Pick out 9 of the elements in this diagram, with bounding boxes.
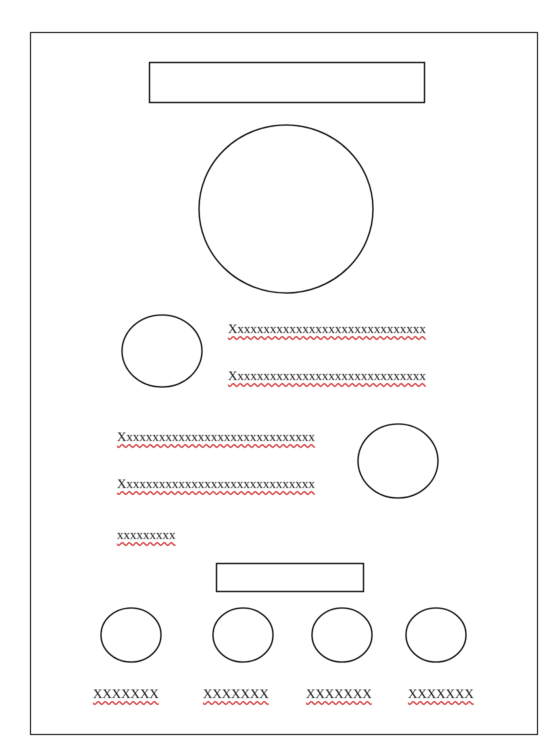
placeholder-text: Xxxxxxxxxxxxxxxxxxxxxxxxxxxxxx: [117, 429, 315, 445]
placeholder-text: Xxxxxxxxxxxxxxxxxxxxxxxxxxxxxx: [228, 321, 426, 337]
placeholder-text: XXXXXXX: [93, 686, 159, 702]
placeholder-text: xxxxxxxxx: [117, 527, 176, 543]
placeholder-text: XXXXXXX: [306, 686, 372, 702]
placeholder-text: XXXXXXX: [408, 686, 474, 702]
placeholder-text: Xxxxxxxxxxxxxxxxxxxxxxxxxxxxxx: [117, 476, 315, 492]
placeholder-text: Xxxxxxxxxxxxxxxxxxxxxxxxxxxxxx: [228, 368, 426, 384]
placeholder-text: XXXXXXX: [203, 686, 269, 702]
